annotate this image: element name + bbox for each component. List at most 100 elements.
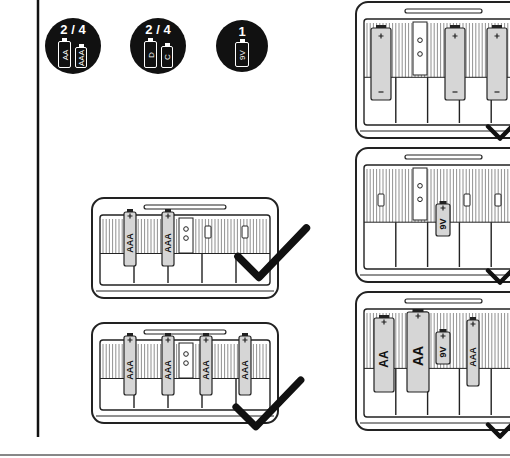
- quantity-text: 1: [216, 25, 268, 39]
- slot-icon: [242, 226, 248, 238]
- battery-icon: AAA: [75, 47, 87, 68]
- indicator-led: [418, 38, 423, 43]
- charger-housing: [356, 148, 510, 282]
- charger-slot: [144, 330, 226, 334]
- indicator-led: [418, 52, 423, 57]
- indicator-led: [184, 352, 189, 357]
- indicator-led: [184, 236, 189, 241]
- charger-housing: [356, 292, 510, 430]
- minus-mark: [379, 91, 384, 92]
- housing-seam: [360, 275, 510, 276]
- plus-mark: [379, 34, 384, 39]
- plus-mark: [166, 214, 171, 219]
- check-mark: [488, 254, 510, 283]
- charger-housing: [92, 323, 278, 423]
- battery-label: AAA: [126, 360, 135, 380]
- plus-mark: [441, 206, 446, 211]
- battery-icon: AA: [58, 41, 71, 68]
- battery-label: 9V: [439, 346, 448, 357]
- check-mark: [238, 228, 306, 277]
- charger-slot: [405, 299, 482, 303]
- battery: [162, 212, 174, 266]
- battery-label: 9V: [439, 218, 448, 229]
- battery-tip: [379, 315, 389, 318]
- plus-mark: [416, 314, 421, 319]
- minus-mark: [495, 91, 500, 92]
- battery-tip: [450, 25, 460, 28]
- charger-slot: [405, 155, 482, 159]
- battery-bay: [364, 309, 510, 417]
- battery-icon: C: [161, 46, 173, 68]
- battery-type: AA: [60, 49, 69, 60]
- quantity-badge: 1 9V: [216, 20, 268, 72]
- battery-type: D: [146, 52, 155, 58]
- battery-label: AAA: [202, 360, 211, 380]
- battery-icon: D: [144, 41, 157, 68]
- battery-type: 9V: [238, 50, 247, 60]
- plus-mark: [441, 334, 446, 339]
- bottom-rule: [0, 455, 510, 456]
- battery-tip: [413, 309, 424, 312]
- quantity-badge: 2 / 4AAAAA: [45, 18, 101, 74]
- plus-mark: [495, 34, 500, 39]
- indicator-led: [184, 361, 189, 366]
- battery-label: AA: [378, 350, 390, 367]
- quantity-text: 2 / 4: [45, 23, 101, 37]
- battery-label: AAA: [469, 347, 478, 367]
- check-mark: [236, 380, 301, 427]
- quantity-text: 2 / 4: [130, 23, 186, 37]
- battery-label: AAA: [164, 233, 173, 253]
- plus-mark: [166, 338, 171, 343]
- battery: [371, 28, 391, 100]
- battery-bay: [364, 165, 510, 269]
- plus-mark: [204, 338, 209, 343]
- battery: [239, 336, 251, 395]
- battery: [124, 336, 136, 395]
- battery-tip: [62, 38, 67, 41]
- minus-mark: [453, 91, 458, 92]
- plus-mark: [471, 322, 476, 327]
- plus-mark: [453, 34, 458, 39]
- battery-tip: [492, 25, 502, 28]
- battery: [200, 336, 212, 395]
- battery-tip: [127, 209, 133, 212]
- plus-mark: [128, 338, 133, 343]
- battery-type: AAA: [77, 49, 86, 65]
- contact-rails: [396, 77, 491, 123]
- contact-rails: [134, 254, 236, 284]
- indicator-module: [413, 22, 427, 75]
- battery-tip: [376, 25, 386, 28]
- battery-tip: [165, 209, 171, 212]
- battery-tip: [240, 39, 245, 42]
- battery-tip: [165, 333, 171, 336]
- battery-tip: [440, 329, 447, 332]
- battery-tip: [79, 44, 84, 47]
- battery-tip: [440, 201, 447, 204]
- indicator-led: [184, 227, 189, 232]
- battery: [162, 336, 174, 395]
- battery-label: AA: [411, 346, 425, 366]
- battery-tip: [165, 43, 170, 46]
- slot-icon: [205, 226, 211, 238]
- battery-tip: [127, 333, 133, 336]
- slot-icon: [378, 194, 384, 206]
- battery-bay: [364, 19, 510, 125]
- charger-housing: [92, 198, 278, 298]
- battery: [436, 332, 450, 364]
- battery-type: C: [163, 54, 172, 60]
- indicator-module: [179, 343, 193, 378]
- battery-tip: [148, 38, 153, 41]
- battery-icon: 9V: [235, 42, 249, 67]
- charger-slot: [144, 205, 226, 209]
- battery: [124, 212, 136, 266]
- slot-icon: [464, 194, 470, 206]
- battery: [487, 28, 507, 100]
- battery-tip: [470, 317, 476, 320]
- contact-rails: [134, 379, 236, 409]
- battery-label: AAA: [241, 360, 250, 380]
- slot-icon: [495, 194, 501, 206]
- quantity-badge: 2 / 4 D C: [130, 18, 186, 74]
- indicator-led: [418, 184, 423, 189]
- side-rule: [37, 0, 40, 437]
- check-mark: [488, 408, 510, 437]
